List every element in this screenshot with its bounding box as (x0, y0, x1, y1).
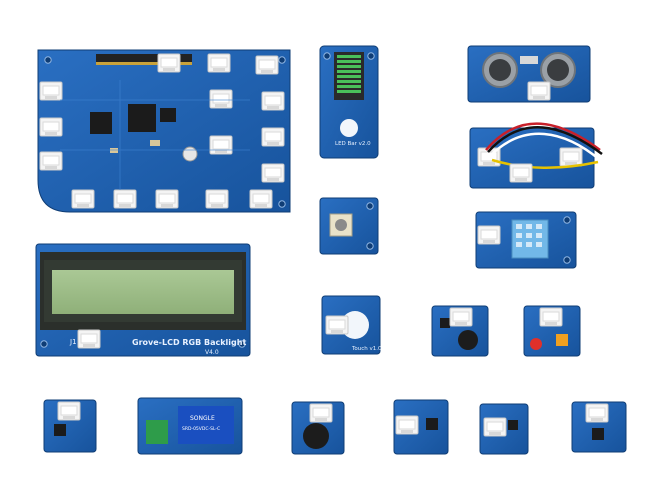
temp-humidity-module (475, 211, 577, 269)
sensor-module-small-a (479, 403, 529, 455)
relay-module: SONGLE SRD-05VDC-SL-C (137, 397, 243, 455)
sensor-module-small-b (571, 401, 627, 453)
base-shield-board (37, 49, 291, 213)
button-module (43, 399, 97, 453)
relay-body (178, 406, 234, 444)
lcd-screen (52, 270, 234, 314)
buzzer-module (291, 401, 345, 455)
led-module (523, 305, 581, 357)
lcd-j1-label: J1 (69, 338, 77, 346)
touch-label: Touch v1.0 (351, 346, 382, 352)
touch-module: Touch v1.0 (321, 295, 382, 355)
relay-brand: SONGLE (190, 415, 215, 422)
lcd-module: J1 Grove-LCD RGB Backlight V4.0 (35, 243, 251, 357)
sound-module (431, 305, 489, 357)
relay-model: SRD-05VDC-SL-C (182, 426, 220, 432)
ledbar-label: LED Bar v2.0 (335, 141, 371, 147)
led-bar-module: LED Bar v2.0 (319, 45, 379, 159)
lcd-board-label: Grove-LCD RGB Backlight (132, 338, 246, 347)
light-sensor-module (393, 399, 449, 455)
rotary-angle-module (319, 197, 379, 255)
ultrasonic-module (467, 45, 591, 103)
grove-cable-module (469, 122, 603, 189)
lcd-version-label: V4.0 (205, 349, 219, 356)
